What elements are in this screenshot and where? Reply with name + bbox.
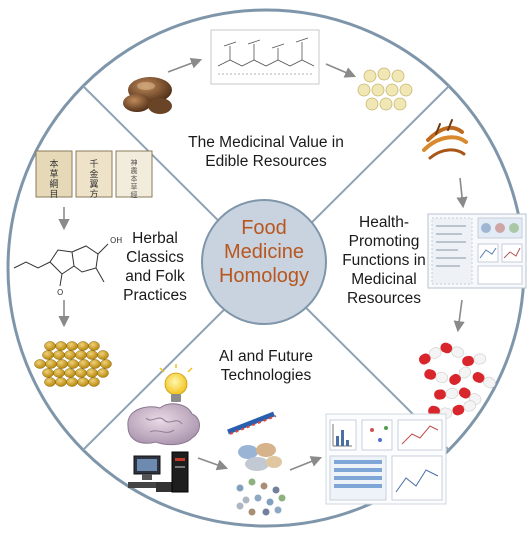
cells-cluster-icon xyxy=(236,478,286,516)
lightbulb-icon xyxy=(159,364,193,402)
section-label-bottom-line-1: AI and Future xyxy=(219,348,313,365)
arrow-right-2 xyxy=(453,299,465,333)
section-label-right-line-2: Promoting xyxy=(348,232,420,250)
arrow-top-1 xyxy=(167,57,203,73)
brain-icon xyxy=(127,403,200,446)
book-cover-title-3: 神農本草經 xyxy=(131,158,138,199)
section-label-right-line-5: Resources xyxy=(346,289,422,307)
tablets-icon xyxy=(357,67,413,111)
arrow-right-1 xyxy=(456,177,468,209)
section-label-right-line-3: Functions in xyxy=(342,251,426,269)
structure-o-label: O xyxy=(57,288,63,297)
section-label-left-line-2: Classics xyxy=(126,248,184,266)
structure-oh-label: OH xyxy=(110,236,122,245)
section-label-left-line-3: and Folk xyxy=(125,267,185,285)
polysaccharide-structure-icon xyxy=(210,29,320,85)
computer-workstation-icon xyxy=(128,451,189,493)
section-label-right: Health- Promoting Functions in Medicinal… xyxy=(329,214,439,309)
section-label-left: Herbal Classics and Folk Practices xyxy=(110,230,200,306)
book-cover-title-2: 千金翼方 xyxy=(89,159,98,200)
section-label-top: The Medicinal Value in Edible Resources xyxy=(160,134,372,172)
arrow-top-2 xyxy=(325,63,357,78)
center-title-line-1: Food xyxy=(241,217,287,239)
mushroom-icon xyxy=(123,77,172,114)
center-title-line-2: Medicine xyxy=(223,241,305,263)
arrow-bottom-2 xyxy=(289,456,323,471)
section-label-bottom: AI and Future Technologies xyxy=(196,348,336,386)
section-label-top-line-1: The Medicinal Value in xyxy=(188,134,344,151)
section-label-top-line-2: Edible Resources xyxy=(205,152,327,170)
data-analysis-figure-icon xyxy=(325,413,447,505)
seeds-pile-icon xyxy=(34,341,112,387)
section-label-left-line-4: Practices xyxy=(123,286,187,304)
protein-structures-icon xyxy=(238,443,282,471)
research-figure-icon xyxy=(427,213,527,289)
section-label-right-line-1: Health- xyxy=(359,214,409,231)
book-cover-title-1: 本草綱目 xyxy=(49,158,58,200)
section-label-right-line-4: Medicinal xyxy=(351,270,417,288)
center-circle xyxy=(201,199,327,325)
section-label-left-line-1: Herbal xyxy=(132,230,178,247)
arrow-bottom-1 xyxy=(197,457,229,471)
cordyceps-icon xyxy=(422,119,468,160)
center-title-line-3: Homology xyxy=(218,265,310,287)
chemical-structure-icon xyxy=(13,243,109,287)
dna-icon xyxy=(227,411,277,435)
center-title: Food Medicine Homology xyxy=(200,216,328,288)
ancient-books-icon: 本草綱目 千金翼方 神農本草經 xyxy=(35,150,153,200)
section-label-bottom-line-2: Technologies xyxy=(220,366,312,384)
